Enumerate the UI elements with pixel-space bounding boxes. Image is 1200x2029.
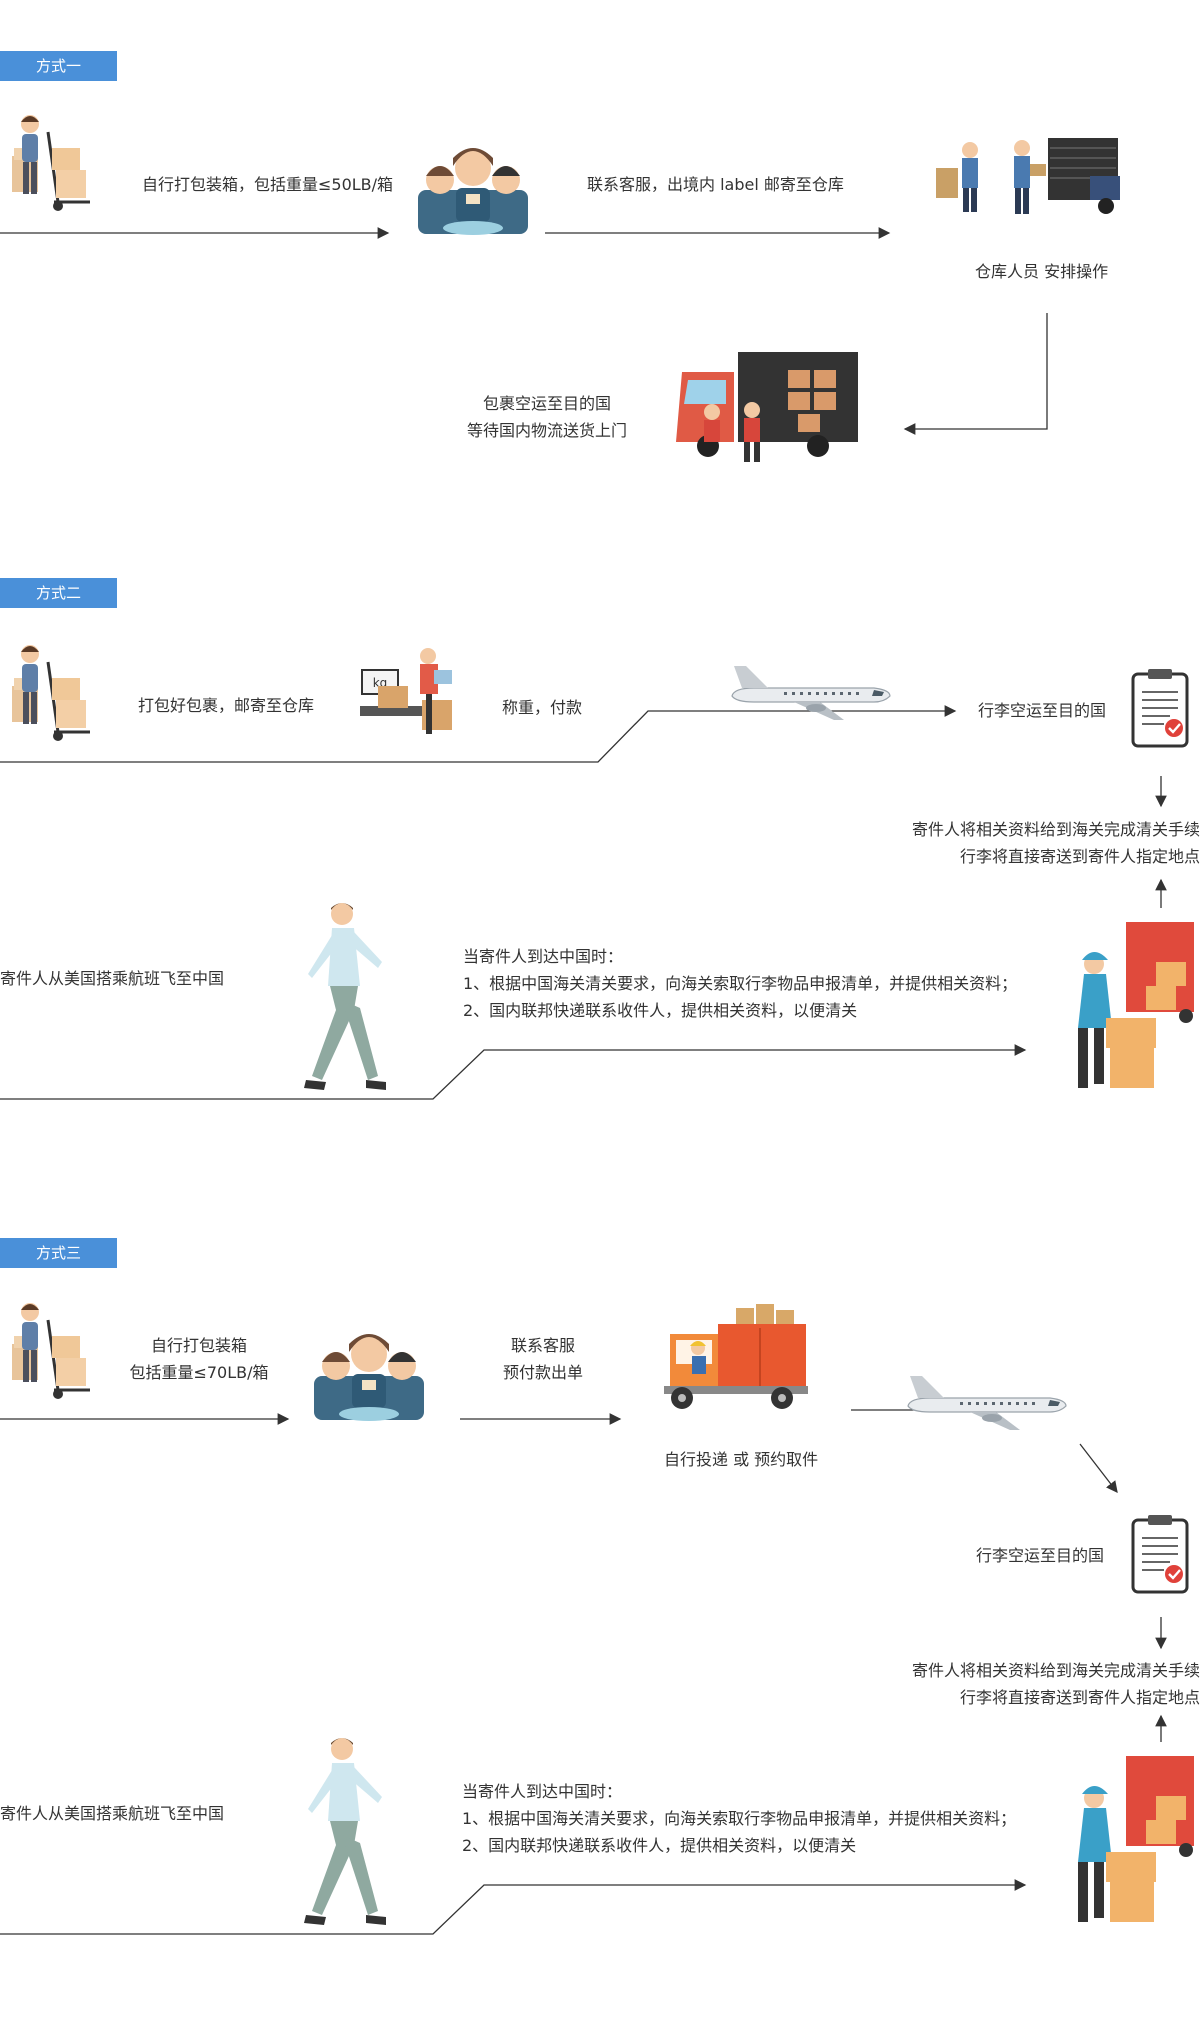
m2-customs-text: 寄件人将相关资料给到海关完成清关手续 行李将直接寄送到寄件人指定地点 — [912, 816, 1200, 870]
method2-tag: 方式二 — [0, 578, 117, 608]
m3-step4-text: 行李空运至目的国 — [976, 1546, 1105, 1565]
m1-step4-text: 包裹空运至目的国 等待国内物流送货上门 — [462, 390, 632, 444]
m3-customs-text: 寄件人将相关资料给到海关完成清关手续 行李将直接寄送到寄件人指定地点 — [912, 1657, 1200, 1711]
m2-flow-line — [0, 705, 957, 763]
m2-arrival-title: 当寄件人到达中国时： — [463, 947, 624, 966]
m2-customs-line1: 寄件人将相关资料给到海关完成清关手续 — [911, 820, 1200, 839]
method1-tag: 方式一 — [0, 51, 117, 81]
airplane-icon — [724, 662, 894, 722]
airplane-icon — [900, 1372, 1070, 1432]
m2-arrival-item2: 2、国内联邦快递联系收件人，提供相关资料，以便清关 — [463, 1001, 858, 1020]
person-packing-boxes-icon — [0, 108, 110, 218]
courier-with-boxes-icon — [1066, 1752, 1196, 1932]
m3-customs-line1: 寄件人将相关资料给到海关完成清关手续 — [911, 1661, 1200, 1680]
m1-step2-text: 联系客服，出境内 label 邮寄至仓库 — [587, 175, 844, 194]
delivery-tricycle-icon — [660, 1304, 810, 1414]
m2-flight-text: 寄件人从美国搭乘航班飞至中国 — [0, 969, 225, 988]
m2-step2-text: 称重，付款 — [502, 698, 583, 717]
customer-service-icon — [408, 130, 538, 240]
m2-arrival-item1: 1、根据中国海关清关要求，向海关索取行李物品申报清单，并提供相关资料； — [463, 974, 1018, 993]
warehouse-staff-truck-icon — [930, 128, 1130, 228]
method3-tag: 方式三 — [0, 1238, 117, 1268]
m1-step3-text: 仓库人员 安排操作 — [975, 262, 1109, 281]
clipboard-check-icon — [1130, 668, 1190, 748]
m3-arrival-item1: 1、根据中国海关清关要求，向海关索取行李物品申报清单，并提供相关资料； — [462, 1809, 1017, 1828]
m1-step4-line2: 等待国内物流送货上门 — [466, 421, 627, 440]
m3-customs-line2: 行李将直接寄送到寄件人指定地点 — [959, 1688, 1200, 1707]
m3-step3-text: 自行投递 或 预约取件 — [664, 1450, 819, 1469]
m2-step3-text: 行李空运至目的国 — [978, 701, 1107, 720]
m1-step1-text: 自行打包装箱，包括重量≤50LB/箱 — [142, 175, 394, 194]
person-packing-boxes-icon — [0, 1296, 110, 1406]
m3-flight-text: 寄件人从美国搭乘航班飞至中国 — [0, 1804, 225, 1823]
clipboard-check-icon — [1130, 1514, 1190, 1594]
m2-arrival-text: 当寄件人到达中国时： 1、根据中国海关清关要求，向海关索取行李物品申报清单，并提… — [463, 943, 1017, 1024]
delivery-truck-icon — [668, 342, 868, 472]
m3-step2-line2: 预付款出单 — [502, 1363, 583, 1382]
courier-with-boxes-icon — [1066, 918, 1196, 1098]
m2-walk-line — [0, 1044, 1027, 1100]
m3-arrow-diag — [1079, 1443, 1118, 1494]
m3-step2-text: 联系客服 预付款出单 — [478, 1332, 608, 1386]
walking-man-icon — [282, 1735, 392, 1935]
weighing-scale-icon — [356, 642, 466, 752]
m3-step1-text: 自行打包装箱 包括重量≤70LB/箱 — [124, 1332, 274, 1386]
person-packing-boxes-icon — [0, 638, 110, 748]
m3-arrival-item2: 2、国内联邦快递联系收件人，提供相关资料，以便清关 — [462, 1836, 857, 1855]
m2-step1-text: 打包好包裹，邮寄至仓库 — [138, 696, 315, 715]
m1-step4-line1: 包裹空运至目的国 — [482, 394, 611, 413]
m3-arrival-title: 当寄件人到达中国时： — [462, 1782, 623, 1801]
m2-customs-line2: 行李将直接寄送到寄件人指定地点 — [959, 847, 1200, 866]
m3-step2-line1: 联系客服 — [510, 1336, 575, 1355]
m3-walk-line — [0, 1879, 1027, 1935]
m3-step1-line1: 自行打包装箱 — [150, 1336, 247, 1355]
m1-arrow-3 — [903, 313, 1048, 435]
customer-service-icon — [304, 1316, 434, 1426]
m3-arrival-text: 当寄件人到达中国时： 1、根据中国海关清关要求，向海关索取行李物品申报清单，并提… — [462, 1778, 1016, 1859]
m3-step1-line2: 包括重量≤70LB/箱 — [129, 1363, 269, 1382]
walking-man-icon — [282, 900, 392, 1100]
